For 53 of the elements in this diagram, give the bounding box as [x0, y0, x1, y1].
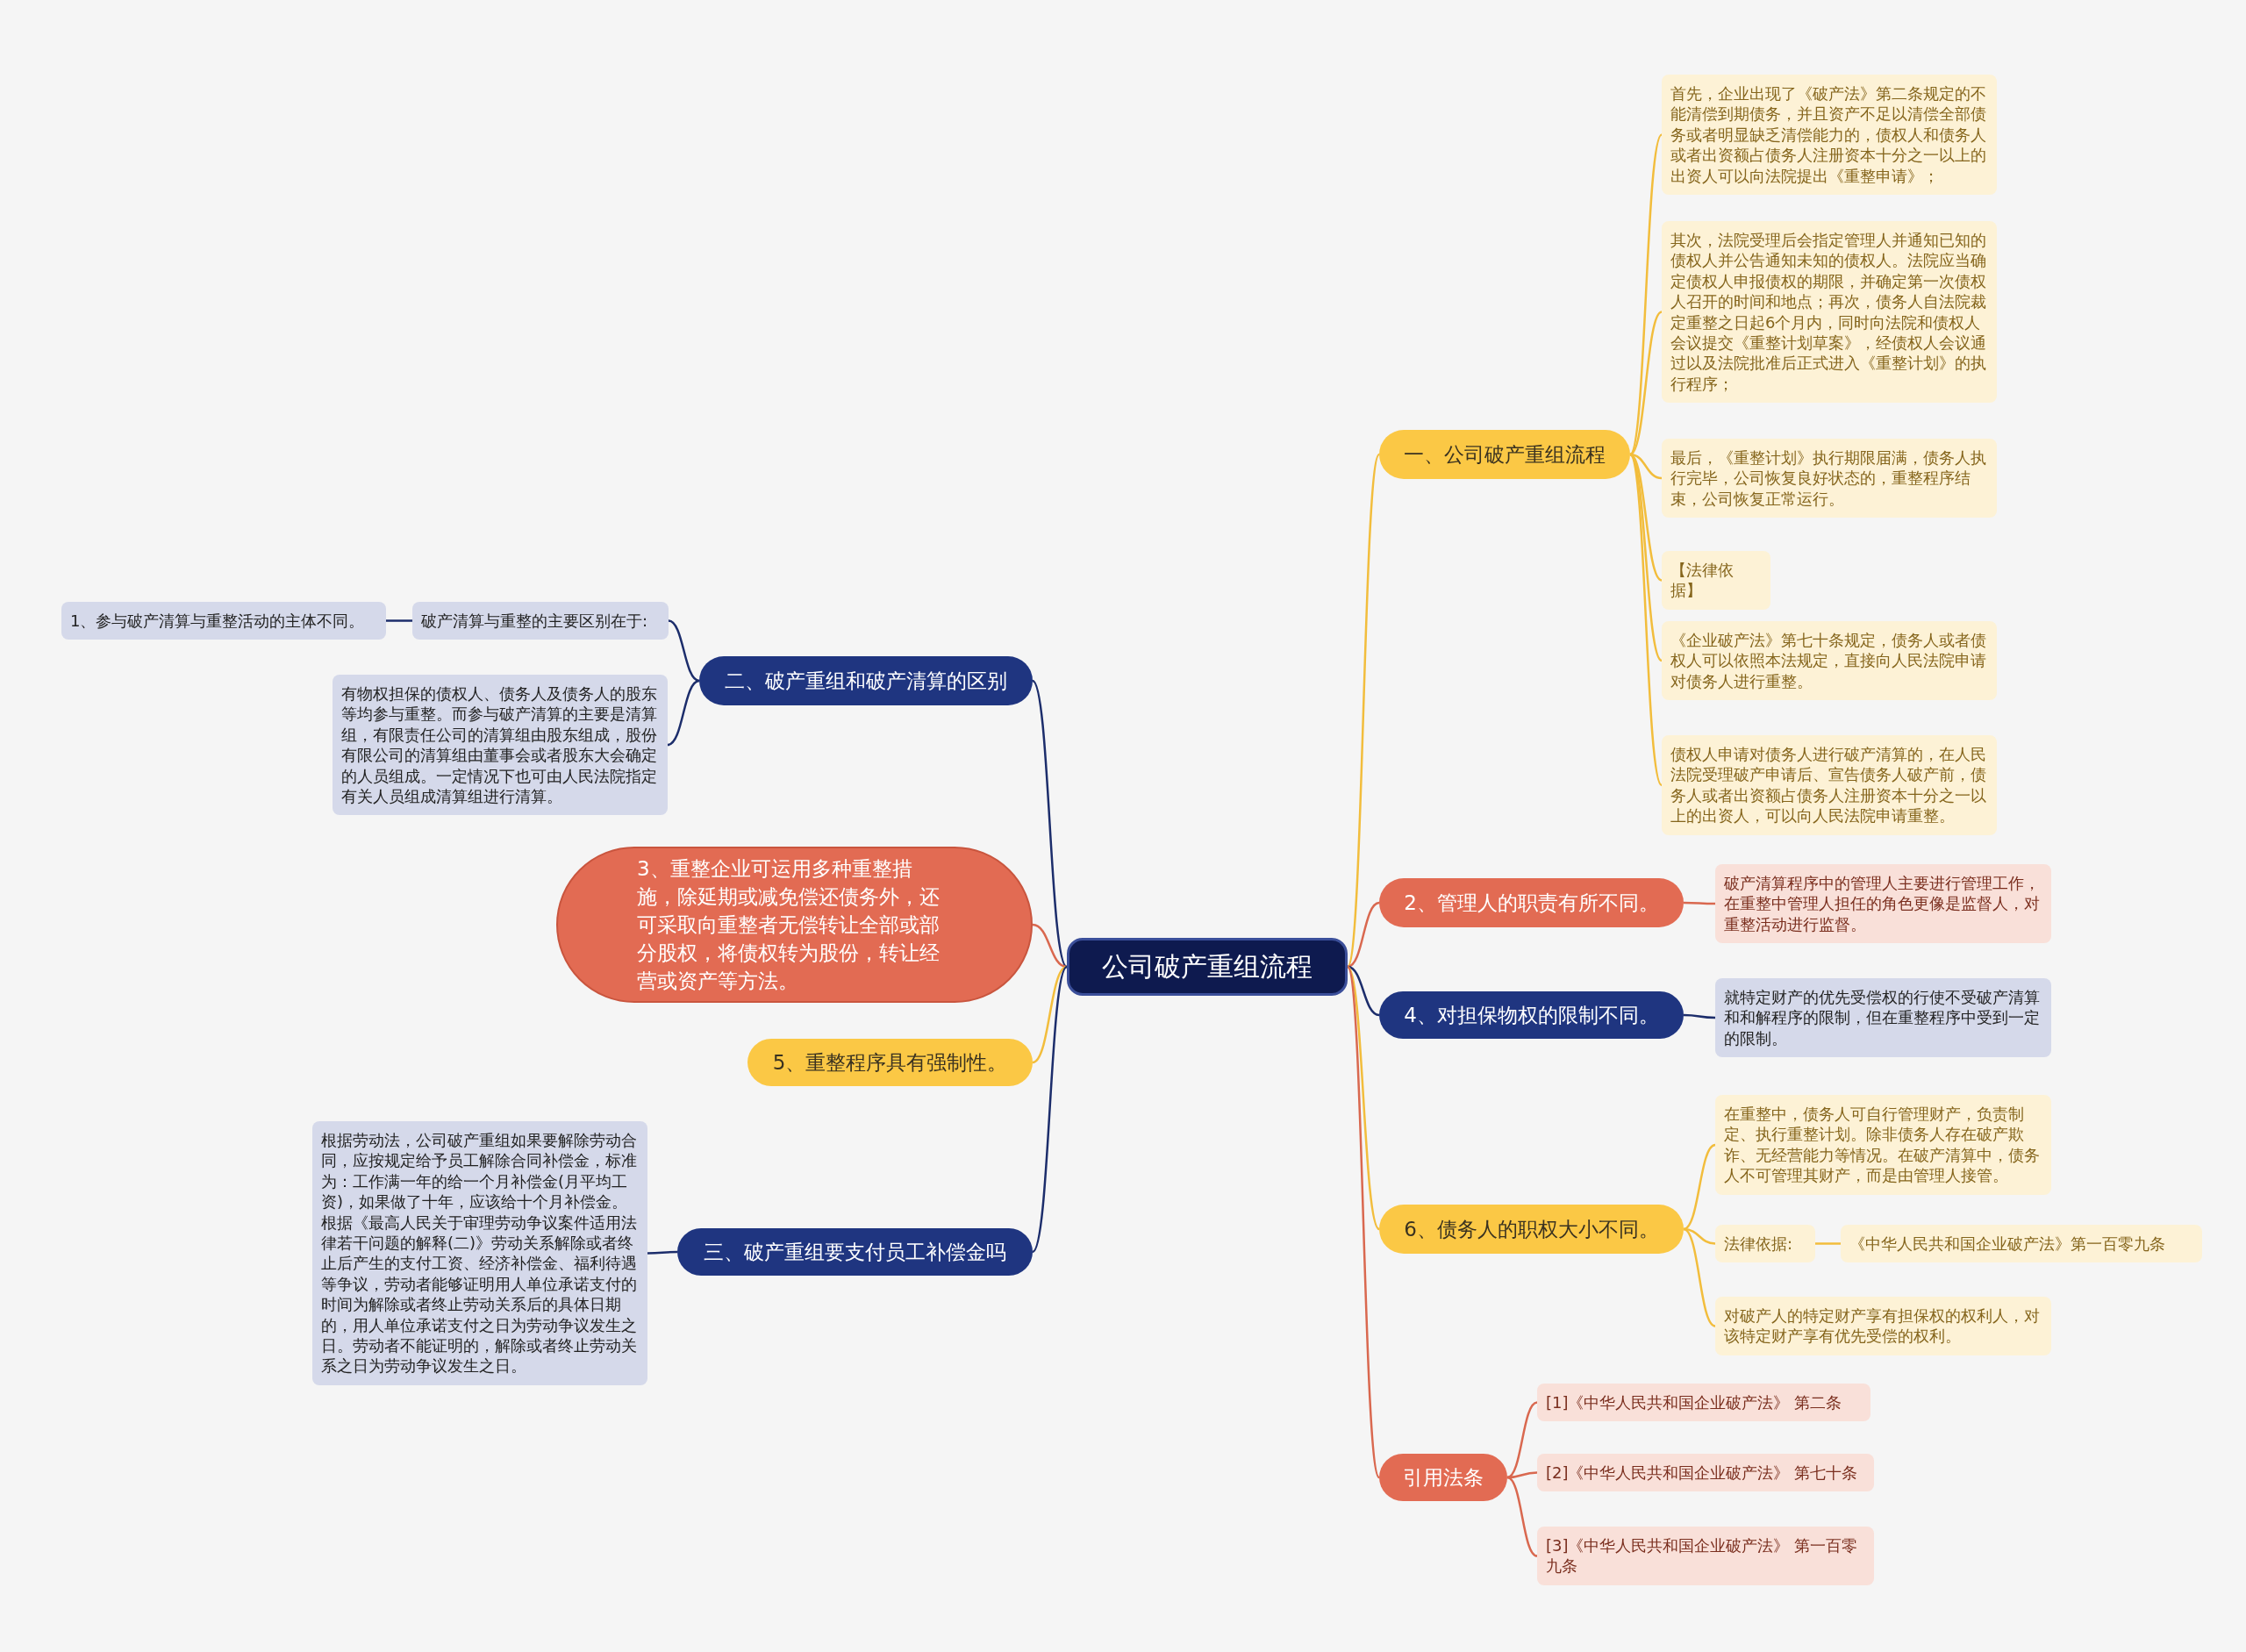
connector-line [667, 679, 700, 747]
connector-line [1346, 454, 1381, 968]
note-card: 1、参与破产清算与重整活动的主体不同。 [61, 602, 386, 640]
connector-line [1629, 311, 1663, 455]
note-card: 破产清算程序中的管理人主要进行管理工作，在重整中管理人担任的角色更像是监督人，对重整活动进行监督。 [1715, 864, 2051, 944]
topic-pill: 2、管理人的职责有所不同。 [1379, 878, 1684, 927]
connector-line [386, 619, 412, 622]
connector-line [1031, 966, 1069, 1253]
connector-line [1347, 965, 1380, 1017]
topic-pill: 二、破产重组和破产清算的区别 [699, 656, 1033, 705]
topic-pill: 一、公司破产重组流程 [1379, 430, 1630, 479]
connector-line [1506, 1476, 1538, 1557]
note-card: [1]《中华人民共和国企业破产法》 第二条 [1537, 1384, 1870, 1422]
connector-line [647, 1250, 677, 1255]
note-card: 其次，法院受理后会指定管理人并通知已知的债权人并公告通知未知的债权人。法院应当确定债权人申报债权的期限，并确定第一次债权人召开的时间和地点；再次，债务人自法院裁定重整之日起6个月内，同时向法院和债权人会议提交《重整计划草案》，经债权人会议通过以及法院批准后正式进入《重整计划》的执行程序； [1662, 221, 1997, 404]
note-card: 法律依据: [1715, 1225, 1815, 1263]
note-card: 首先，企业出现了《破产法》第二条规定的不能清偿到期债务，并且资产不足以清偿全部债务或者明显缺乏清偿能力的，债权人和债务人或者出资额占债务人注册资本十分之一以上的出资人可以向法院提出《重整申请》； [1662, 75, 1997, 195]
note-card: 最后，《重整计划》执行期限届满，债务人执行完毕，公司恢复良好状态的，重整程序结束，公司恢复正常运行。 [1662, 439, 1997, 518]
note-card: 破产清算与重整的主要区别在于: [412, 602, 669, 640]
connector-line [1628, 133, 1663, 455]
connector-line [1506, 1401, 1538, 1479]
note-card: 《企业破产法》第七十条规定，债务人或者债权人可以依照本法规定，直接向人民法院申请对债务人进行重整。 [1662, 621, 1997, 701]
note-card: 根据劳动法，公司破产重组如果要解除劳动合同，应按规定给予员工解除合同补偿金，标准为：工作满一年的给一个月补偿金(月平均工资)，如果做了十年，应该给十个月补偿金。根据《最高人民关于审理劳动争议案件适用法律若干问题的解释(二)》劳动关系解除或者终止后产生的支付工资、经济补偿金、福利待遇等争议，劳动者能够证明用人单位承诺支付的时间为解除或者终止劳动关系后的具体日期的，用人单位承诺支付之日为劳动争议发生之日。劳动者不能证明的，解除或者终止劳动关系之日为劳动争议发生之日。 [312, 1121, 647, 1385]
connector-line [1683, 1227, 1716, 1327]
topic-pill: 三、破产重组要支付员工补偿金吗 [677, 1228, 1033, 1276]
topic-pill: 5、重整程序具有强制性。 [747, 1039, 1033, 1086]
connector-line [1347, 901, 1380, 969]
note-card: [3]《中华人民共和国企业破产法》 第一百零九条 [1537, 1527, 1874, 1585]
connector-line [1628, 454, 1663, 786]
note-card: 就特定财产的优先受偿权的行使不受破产清算和和解程序的限制，但在重整程序中受到一定的限制。 [1715, 978, 2051, 1058]
note-card: 《中华人民共和国企业破产法》第一百零九条 [1841, 1225, 2202, 1263]
connector-line [1032, 965, 1068, 1064]
note-card: 对破产人的特定财产享有担保权的权利人，对该特定财产享有优先受偿的权利。 [1715, 1297, 2051, 1355]
connector-line [1032, 923, 1068, 969]
note-card: 有物权担保的债权人、债务人及债务人的股东等均参与重整。而参与破产清算的主要是清算组，有限责任公司的清算组由股东组成，股份有限公司的清算组由董事会或者股东大会确定的人员组成。一定情况下也可由人民法院指定有关人员组成清算组进行清算。 [333, 675, 668, 816]
note-card: [2]《中华人民共和国企业破产法》 第七十条 [1537, 1454, 1874, 1492]
note-card: 在重整中，债务人可自行管理财产，负责制定、执行重整计划。除非债务人存在破产欺诈、无经营能力等情况。在破产清算中，债务人不可管理其财产，而是由管理人接管。 [1715, 1095, 2051, 1195]
topic-pill: 引用法条 [1379, 1454, 1507, 1501]
connector-line [1629, 454, 1663, 662]
connector-line [1346, 966, 1381, 1230]
note-card: 债权人申请对债务人进行破产清算的，在人民法院受理破产申请后、宣告债务人破产前，债务人或者出资额占债务人注册资本十分之一以上的出资人，可以向人民法院申请重整。 [1662, 735, 1997, 835]
connector-line [1346, 966, 1381, 1478]
central-topic: 公司破产重组流程 [1067, 938, 1348, 996]
connector-line [1815, 1242, 1841, 1245]
connector-line [1683, 1143, 1716, 1231]
topic-pill: 4、对担保物权的限制不同。 [1379, 991, 1684, 1039]
topic-bubble: 3、重整企业可运用多种重整措施，除延期或减免偿还债务外，还可采取向重整者无偿转让全部或部分股权，将债权转为股份，转让经营或资产等方法。 [556, 847, 1033, 1003]
note-card: 【法律依据】 [1662, 551, 1770, 610]
connector-line [668, 619, 700, 683]
topic-pill: 6、债务人的职权大小不同。 [1379, 1205, 1684, 1254]
connector-line [1031, 680, 1069, 968]
connector-line [1684, 1013, 1715, 1019]
connector-line [1684, 901, 1715, 905]
